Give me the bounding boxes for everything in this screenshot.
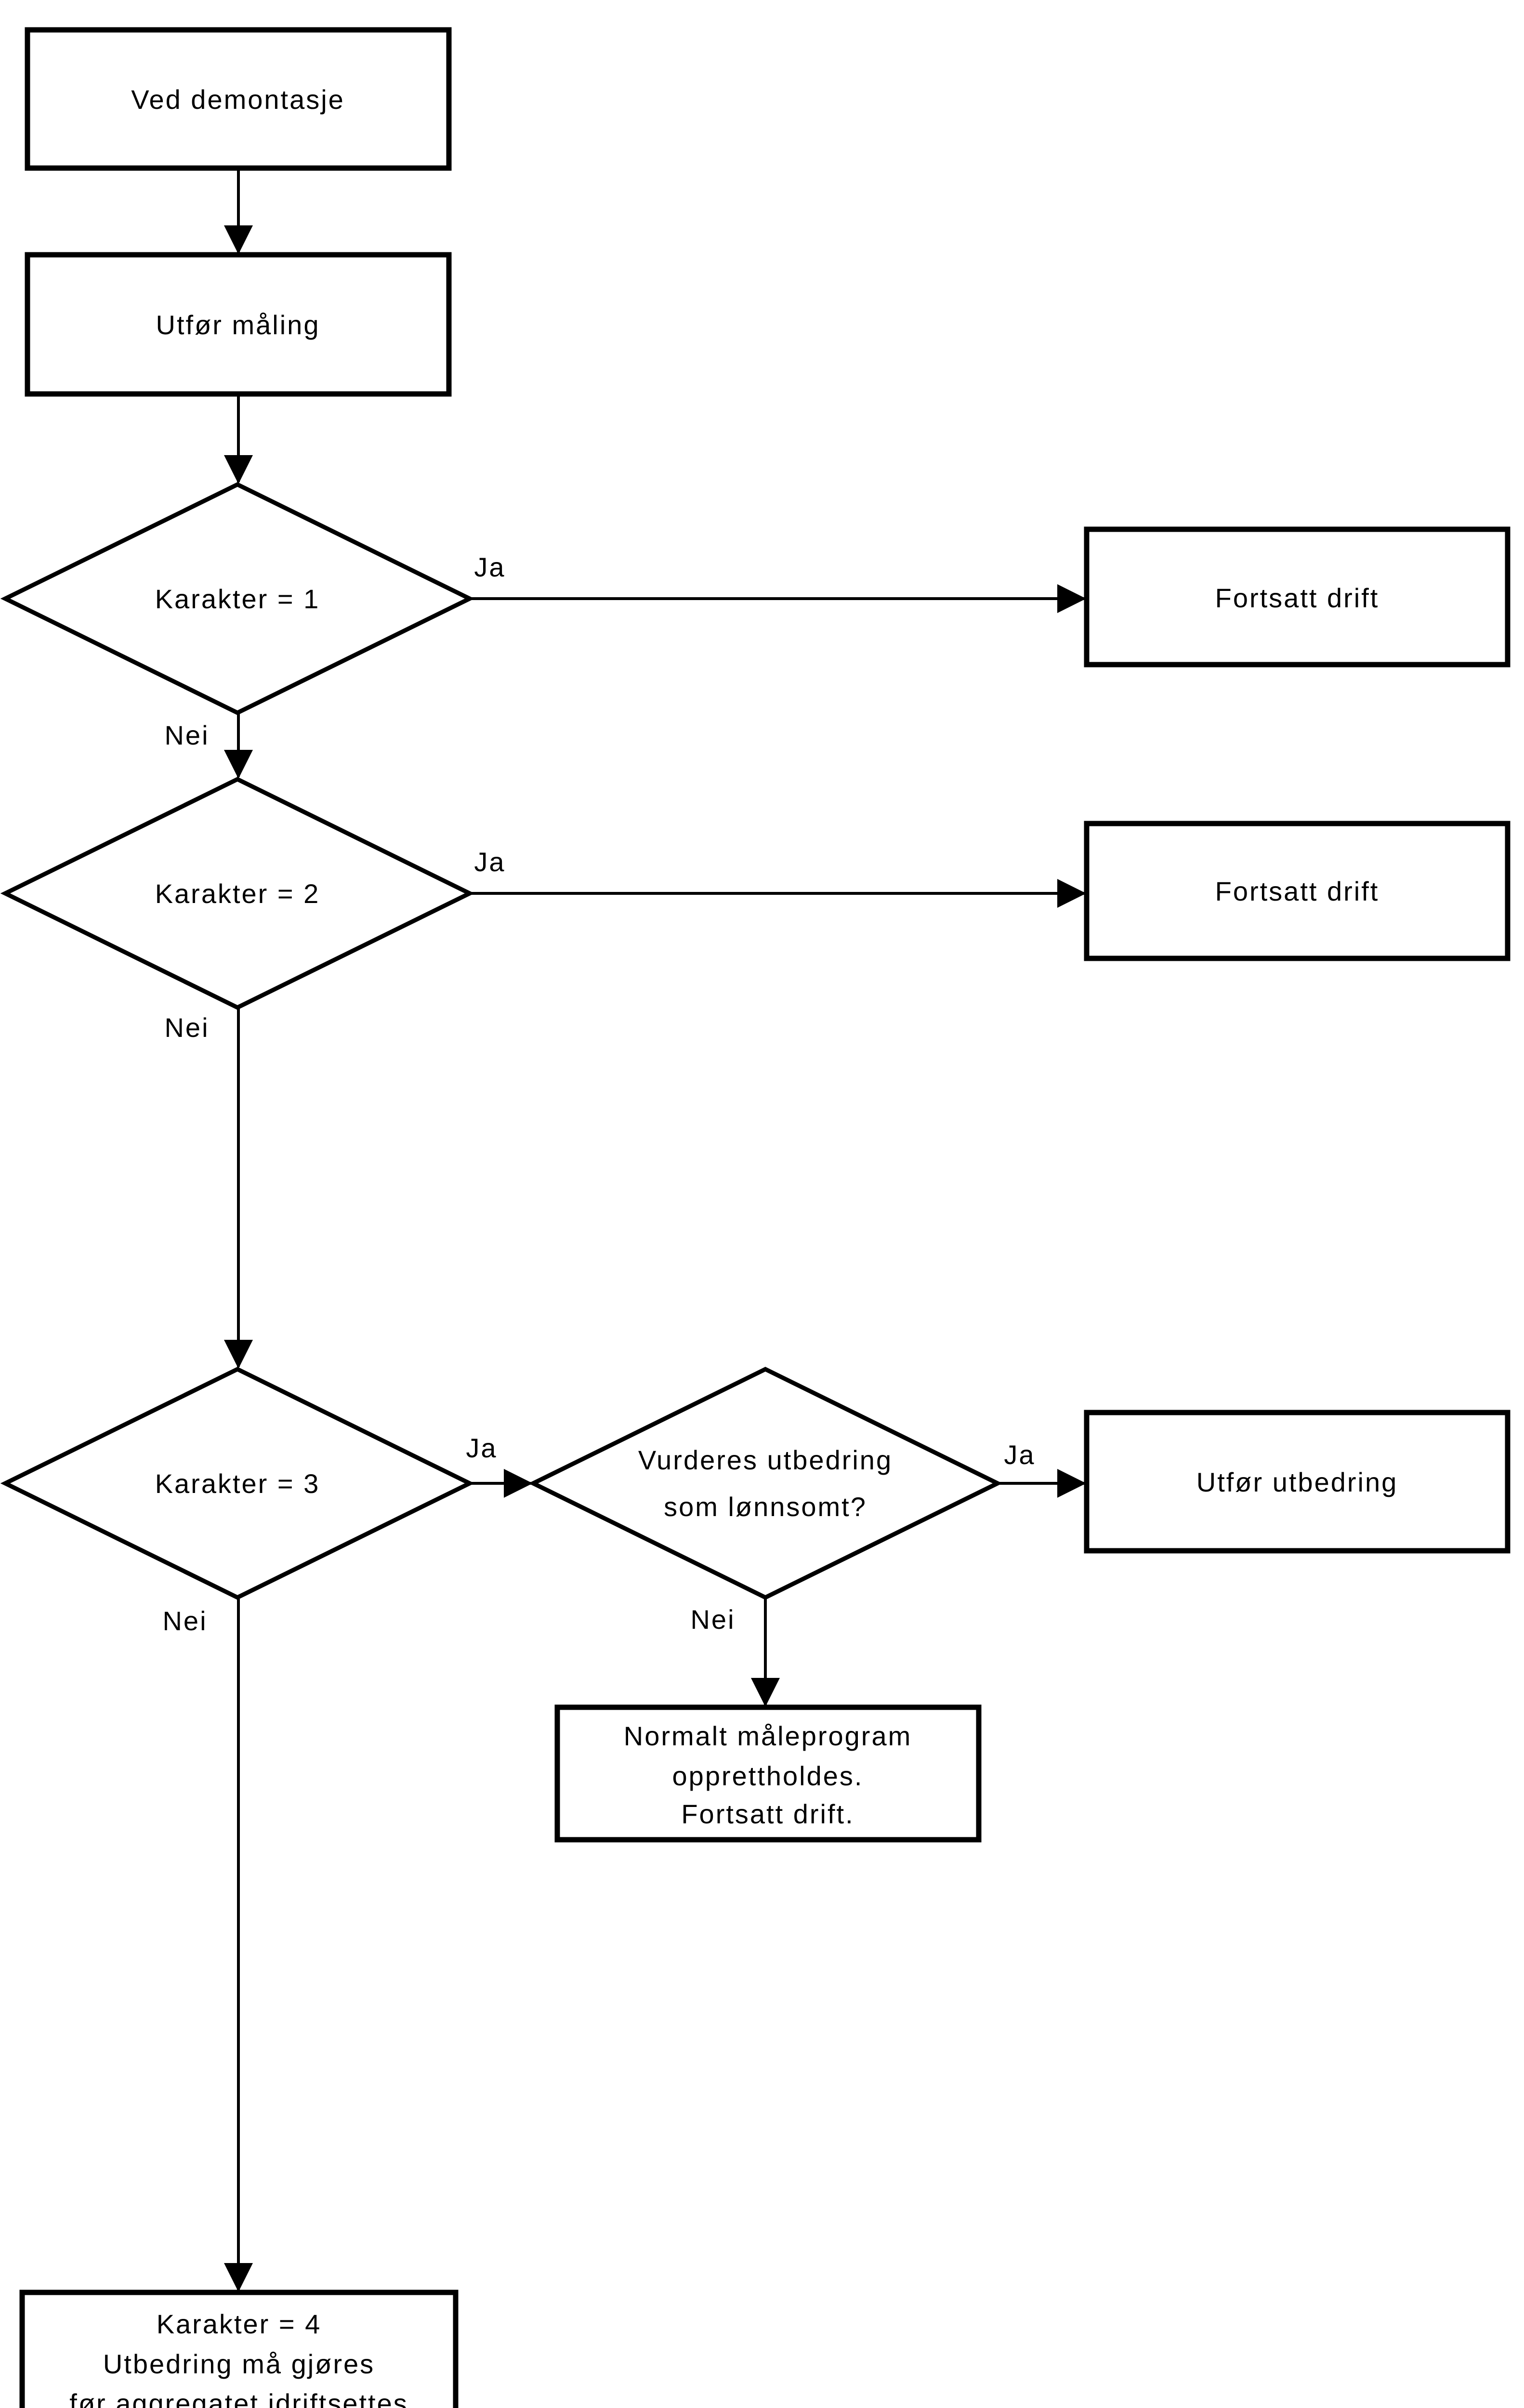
- profitable-yes-label: Ja: [1004, 1440, 1035, 1470]
- check3-no-label: Nei: [162, 1606, 207, 1636]
- check1-diamond: [0, 482, 475, 716]
- grade4-line1: Karakter = 4: [157, 2309, 322, 2339]
- check2-label: Karakter = 2: [155, 878, 320, 909]
- check2-diamond: [0, 776, 475, 1010]
- profitable-label-line1: Vurderes utbedring: [638, 1445, 893, 1475]
- normal-program-line3: Fortsatt drift.: [681, 1799, 854, 1829]
- profitable-diamond: [528, 1366, 1003, 1600]
- check1-yes-label: Ja: [474, 552, 505, 582]
- check2-no-label: Nei: [164, 1012, 209, 1043]
- continue1-box: [1084, 526, 1511, 667]
- repair-box-label: Utfør utbedring: [1196, 1467, 1398, 1497]
- continue2-box-label: Fortsatt drift: [1215, 876, 1379, 906]
- profitable-label-line2: som lønnsomt?: [664, 1492, 867, 1522]
- profitable-no-label: Nei: [690, 1604, 735, 1635]
- check3-label: Karakter = 3: [155, 1468, 320, 1499]
- check3-yes-label: Ja: [466, 1433, 497, 1463]
- continue1-box-label: Fortsatt drift: [1215, 583, 1379, 613]
- grade4-box: [19, 2290, 459, 2408]
- check3-diamond: [0, 1366, 475, 1600]
- start-box: [25, 27, 452, 171]
- check2-yes-label: Ja: [474, 847, 505, 877]
- measure-box: [25, 252, 452, 397]
- start-box-label: Ved demontasje: [131, 84, 345, 115]
- repair-box: [1084, 1410, 1511, 1554]
- normal-program-line2: opprettholdes.: [672, 1761, 864, 1791]
- grade4-line3: før aggregatet idriftsettes: [69, 2388, 408, 2408]
- check1-no-label: Nei: [164, 720, 209, 750]
- normal-program-line1: Normalt måleprogram: [624, 1721, 912, 1751]
- normal-program-box: [554, 1704, 982, 1843]
- grade4-line2: Utbedring må gjøres: [103, 2349, 375, 2379]
- check1-label: Karakter = 1: [155, 584, 320, 614]
- measure-box-label: Utfør måling: [156, 310, 320, 340]
- continue2-box: [1084, 821, 1511, 961]
